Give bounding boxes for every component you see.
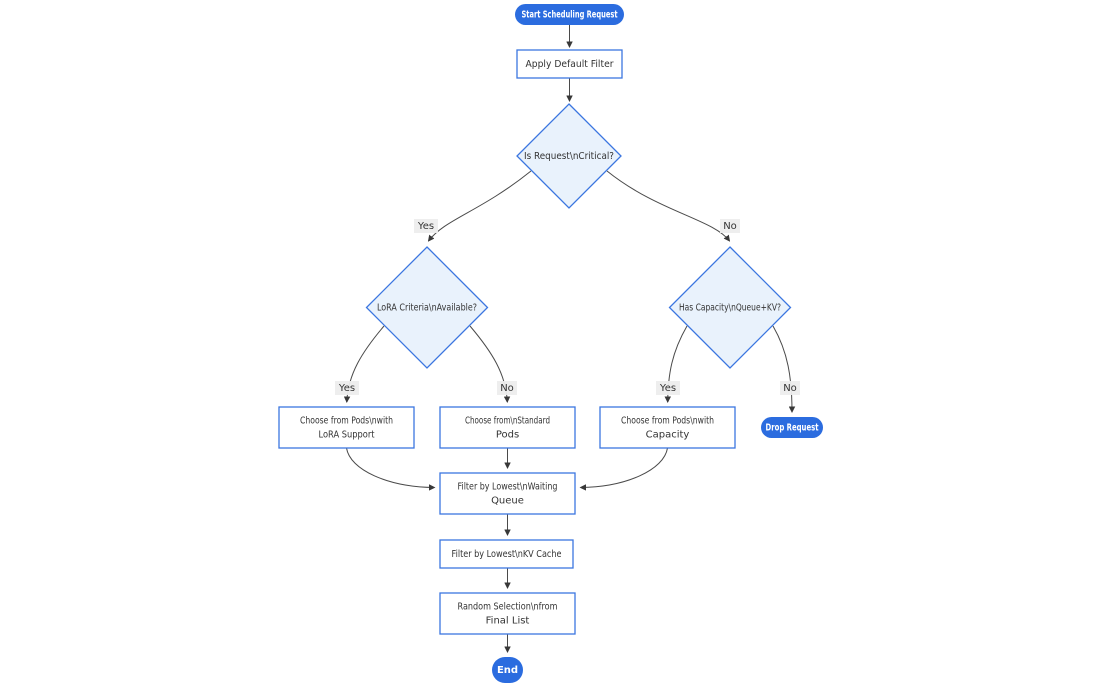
- lora-label: LoRA Criteria\nAvailable?: [377, 303, 477, 314]
- edge-label-text: Yes: [659, 383, 676, 394]
- capacity-diamond-shape: [668, 246, 792, 369]
- end-pill-shape: [492, 657, 523, 683]
- capacity-label: Has Capacity\nQueue+KV?: [679, 303, 781, 314]
- node-random-selection: Random Selection\nfrom Final List: [439, 592, 576, 635]
- edge-label-text: No: [783, 383, 797, 394]
- node-drop-request: Drop Request: [761, 417, 823, 438]
- random-selection-label-line2: Final List: [486, 616, 530, 627]
- drop-request-pill-shape: [761, 417, 823, 438]
- edge-choose-lora-to-filter-queue: [346, 447, 436, 491]
- is-critical-diamond-shape: [516, 103, 622, 209]
- choose-capacity-shape: [599, 406, 736, 449]
- edge-label-bg: [780, 381, 800, 395]
- edge-label-text: Yes: [338, 383, 355, 394]
- nodes-layer: Start Scheduling Request Apply Default F…: [278, 4, 823, 683]
- edge-is-critical-no-to-capacity: [606, 170, 731, 242]
- edge-choose-capacity-to-filter-queue: [579, 447, 668, 491]
- edge-labels-layer: Yes No Yes No Yes No: [335, 219, 800, 395]
- filter-kv-shape: [439, 539, 574, 569]
- node-lora-criteria-available: LoRA Criteria\nAvailable?: [365, 246, 489, 369]
- random-selection-shape: [439, 592, 576, 635]
- filter-queue-label-line2: Queue: [491, 496, 524, 507]
- choose-lora-label-line2: LoRA Support: [319, 430, 375, 441]
- edge-label-bg: [414, 219, 438, 233]
- lora-diamond-shape: [365, 246, 489, 369]
- edge-label-bg: [497, 381, 517, 395]
- edges-layer: [343, 25, 796, 653]
- filter-queue-label-line1: Filter by Lowest\nWaiting: [458, 482, 558, 493]
- choose-standard-label-line1: Choose from\nStandard: [465, 416, 550, 427]
- start-label: Start Scheduling Request: [522, 10, 618, 21]
- choose-capacity-label-line2: Capacity: [646, 430, 690, 441]
- filter-kv-label: Filter by Lowest\nKV Cache: [452, 549, 562, 560]
- node-choose-lora-pods: Choose from Pods\nwith LoRA Support: [278, 406, 415, 449]
- start-pill-shape: [515, 4, 624, 25]
- choose-standard-label-line2: Pods: [496, 430, 519, 441]
- edge-label-critical-no: No: [720, 219, 740, 233]
- edge-label-lora-no: No: [497, 381, 517, 395]
- edge-label-critical-yes: Yes: [414, 219, 438, 233]
- edge-label-capacity-yes: Yes: [656, 381, 680, 395]
- node-start: Start Scheduling Request: [515, 4, 624, 25]
- node-filter-kv-cache: Filter by Lowest\nKV Cache: [439, 539, 574, 569]
- choose-lora-shape: [278, 406, 415, 449]
- apply-filter-shape: [516, 49, 623, 79]
- drop-request-label: Drop Request: [766, 423, 819, 434]
- edge-label-lora-yes: Yes: [335, 381, 359, 395]
- choose-standard-shape: [439, 406, 576, 449]
- is-critical-label: Is Request\nCritical?: [524, 151, 614, 162]
- edge-label-text: No: [500, 383, 514, 394]
- edge-label-capacity-no: No: [780, 381, 800, 395]
- random-selection-label-line1: Random Selection\nfrom: [458, 602, 558, 613]
- edge-label-text: Yes: [417, 221, 434, 232]
- node-filter-waiting-queue: Filter by Lowest\nWaiting Queue: [439, 472, 576, 515]
- end-label: End: [497, 665, 518, 676]
- node-is-request-critical: Is Request\nCritical?: [516, 103, 622, 209]
- edge-label-bg: [720, 219, 740, 233]
- edge-label-text: No: [723, 221, 737, 232]
- edge-is-critical-yes-to-lora: [427, 170, 532, 242]
- edge-capacity-no-to-drop: [772, 325, 796, 413]
- node-has-capacity: Has Capacity\nQueue+KV?: [668, 246, 792, 369]
- node-choose-standard-pods: Choose from\nStandard Pods: [439, 406, 576, 449]
- apply-filter-label: Apply Default Filter: [526, 59, 615, 70]
- filter-queue-shape: [439, 472, 576, 515]
- edge-label-bg: [656, 381, 680, 395]
- choose-lora-label-line1: Choose from Pods\nwith: [300, 416, 393, 427]
- node-choose-capacity-pods: Choose from Pods\nwith Capacity: [599, 406, 736, 449]
- edge-label-bg: [335, 381, 359, 395]
- choose-capacity-label-line1: Choose from Pods\nwith: [621, 416, 714, 427]
- node-end: End: [492, 657, 523, 683]
- node-apply-default-filter: Apply Default Filter: [516, 49, 623, 79]
